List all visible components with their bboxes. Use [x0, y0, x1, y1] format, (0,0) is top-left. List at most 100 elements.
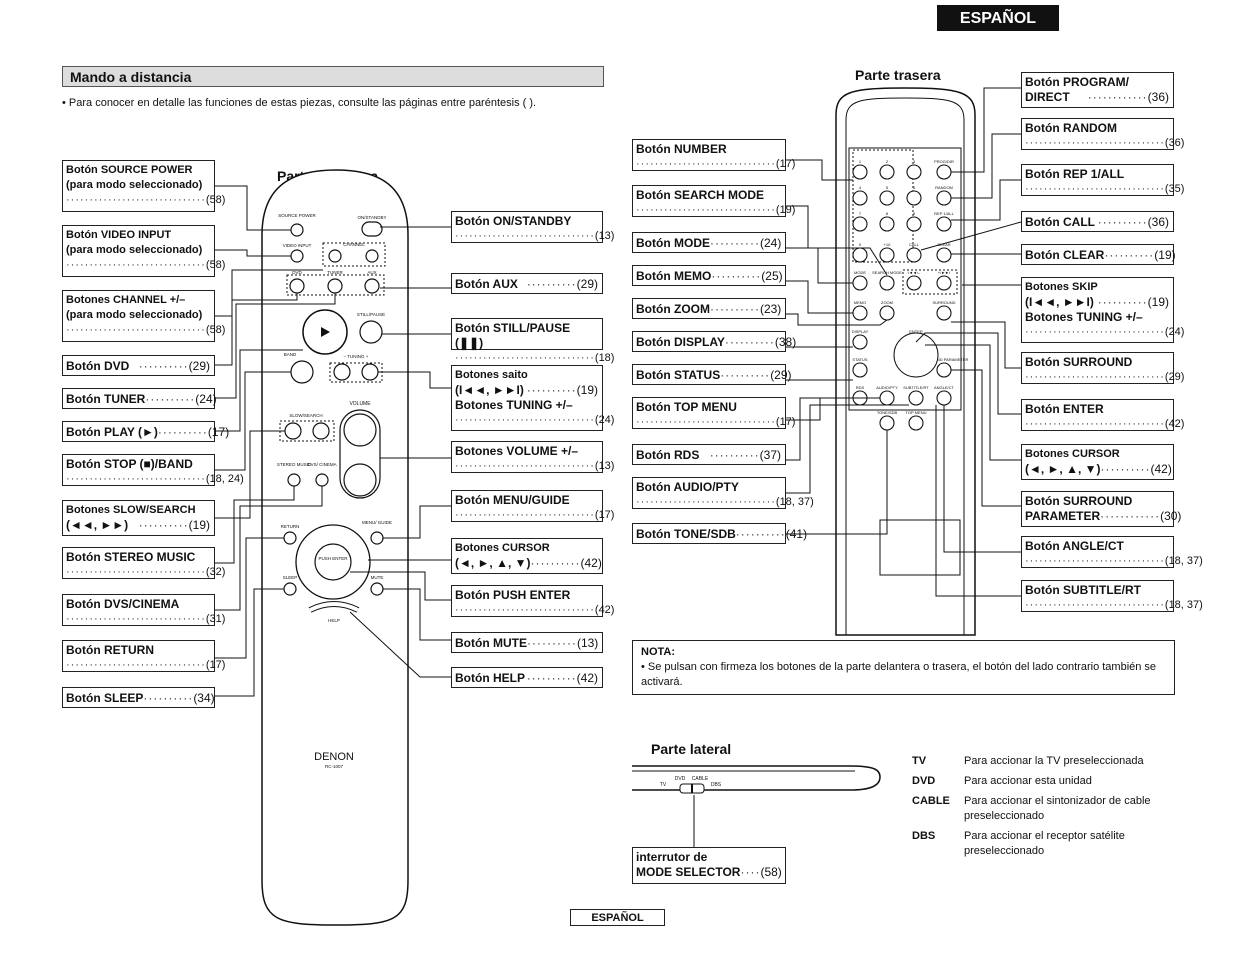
rear-key-label-27: RDS: [856, 385, 865, 390]
front-left-leader-1: [215, 249, 291, 257]
label-line: Botón DVD··········(29): [66, 359, 210, 373]
rear-key-31: [908, 415, 924, 431]
label-ref: (32): [205, 566, 226, 578]
label-ref-line-2: ······························(24): [1025, 326, 1185, 338]
label-title: Botón SLEEP: [66, 691, 144, 705]
rear-key-label-14: CALL: [909, 242, 920, 247]
label-title: Botón MODE: [636, 236, 710, 250]
rear-key-19: [936, 275, 952, 291]
label-title: Botón CLEAR: [1025, 248, 1105, 262]
label-ref: (31): [205, 613, 226, 625]
label-ref: (29): [188, 359, 210, 373]
mode-selector-line1: interrutor de: [636, 850, 708, 864]
rear-right-label-4: Botón CLEAR··········(19): [1021, 244, 1176, 265]
rear-left-leader-3: [786, 280, 853, 314]
channel-minus-button: [328, 249, 342, 263]
front-left-leader-8: [215, 486, 295, 564]
label-ref-line: ······························(18): [455, 352, 615, 364]
rear-key-12: [852, 247, 868, 263]
rear-key-label-4: 4: [859, 185, 862, 190]
label-line: Botón TONE/SDB··········(41): [636, 527, 808, 541]
label-ref: (42): [594, 604, 615, 616]
label-line: (◄, ►, ▲, ▼)··········(42): [1025, 462, 1172, 476]
rear-key-label-24: ENTER: [909, 329, 923, 334]
rear-right-label-10: Botón ANGLE/CT··························…: [1021, 536, 1203, 568]
front-right-label-3: Botones saito(I◄◄, ►►I)··········(19)Bot…: [451, 365, 614, 431]
front-right-leader-3: [378, 371, 451, 389]
rear-key-label-32: TONE/SDB: [877, 410, 898, 415]
label-ref-line: ······························(58): [66, 194, 226, 206]
rear-panel-frame: [848, 147, 962, 411]
label-ref: (19): [1154, 248, 1176, 262]
front-left-label-6: Botón STOP (■)/BAND·····················…: [62, 454, 244, 486]
label-ref-line: ······························(17): [455, 509, 615, 521]
mode-selector-name: MODE SELECTOR: [636, 865, 741, 879]
rear-remote-inner: [845, 97, 965, 636]
label-title-2: Botones TUNING +/–: [455, 398, 573, 412]
front-left-label-0: Botón SOURCE POWER(para modo seleccionad…: [62, 160, 226, 212]
label-ref: (36): [1147, 90, 1169, 104]
rear-key-label-3: PROG/DIR: [934, 159, 954, 164]
label-title: Botón SURROUND: [1025, 494, 1133, 508]
rear-key-20: [852, 305, 868, 321]
label-title: Botón MENU/GUIDE: [455, 493, 570, 507]
label-ref: (17): [775, 416, 796, 428]
rear-left-label-10: Botón TONE/SDB··········(41): [632, 523, 808, 544]
rear-left-leader-8: [786, 397, 880, 461]
on-standby-button: [361, 221, 383, 237]
rear-key-label-7: RANDOM: [935, 185, 953, 190]
switch-mark-1: DVD: [675, 776, 686, 782]
footer-language-tab: ESPAÑOL: [570, 909, 665, 926]
label-ref-line: ······························(42): [455, 604, 615, 616]
rear-key-9: [879, 216, 895, 232]
label-ref: (19): [188, 518, 210, 532]
label-title: Botones CHANNEL +/–: [66, 294, 186, 306]
video-input-button: [290, 249, 304, 263]
front-left-leader-4: [215, 293, 336, 399]
label-ref-line: ······························(18, 37): [1025, 599, 1203, 611]
label-ref: (19): [775, 204, 796, 216]
front-right-label-7: Botón PUSH ENTER························…: [451, 585, 615, 617]
mode-selector-ref: (58): [760, 865, 782, 879]
label-line: (I◄◄, ►►I)··········(19): [1025, 295, 1169, 309]
slow-back-button: [284, 422, 302, 440]
label-line: Botón HELP··········(42): [455, 671, 598, 685]
mode-selector-label: interrutor de MODE SELECTOR····(58): [632, 847, 786, 884]
label-ref: (23): [759, 302, 782, 316]
rear-key-32: [879, 415, 895, 431]
label-ref-line: ······························(58): [66, 259, 226, 271]
video-input-text: VIDEO INPUT: [283, 243, 312, 248]
label-ref-line: ······························(13): [455, 460, 615, 472]
rear-key-label-28: AUDIO/PTY: [876, 385, 898, 390]
side-remote-body: [632, 765, 881, 791]
dvs-cinema-text: DVS/ CINEMA: [307, 462, 336, 467]
front-right-label-2: Botón STILL/PAUSE (❚❚)··················…: [451, 318, 614, 364]
rear-right-label-5: Botones SKIP(I◄◄, ►►I)··········(19)Boto…: [1021, 277, 1185, 343]
band-text: BAND: [284, 352, 297, 357]
front-right-leader-7: [350, 571, 451, 601]
label-ref: (58): [205, 259, 226, 271]
rear-left-label-6: Botón STATUS··········(29): [632, 364, 792, 385]
rear-right-leader-1: [951, 133, 1021, 199]
label-ref: (42): [1150, 462, 1172, 476]
label-title: Botón AUDIO/PTY: [636, 480, 739, 494]
label-line: Botón DISPLAY··········(38): [636, 335, 797, 349]
return-button: [283, 531, 297, 545]
switch-mark-0: TV: [660, 782, 667, 788]
rear-left-label-7: Botón TOP MENU··························…: [632, 397, 795, 429]
mode-selector-line2: MODE SELECTOR····(58): [636, 865, 782, 879]
section-title: Mando a distancia: [62, 66, 604, 87]
channel-group: [322, 242, 386, 267]
label-title: Botones CURSOR: [1025, 448, 1120, 460]
label-title: Botón ON/STANDBY: [455, 214, 572, 228]
label-ref-line: ······························(18, 37): [1025, 555, 1203, 567]
label-title: Botón RDS: [636, 448, 700, 462]
rear-key-28: [879, 390, 895, 406]
volume-down-button: [343, 463, 377, 497]
front-left-label-7: Botones SLOW/SEARCH(◄◄, ►►)··········(19…: [62, 500, 215, 536]
rear-key-14: [906, 247, 922, 263]
label-line: Botón CLEAR··········(19): [1025, 248, 1176, 262]
